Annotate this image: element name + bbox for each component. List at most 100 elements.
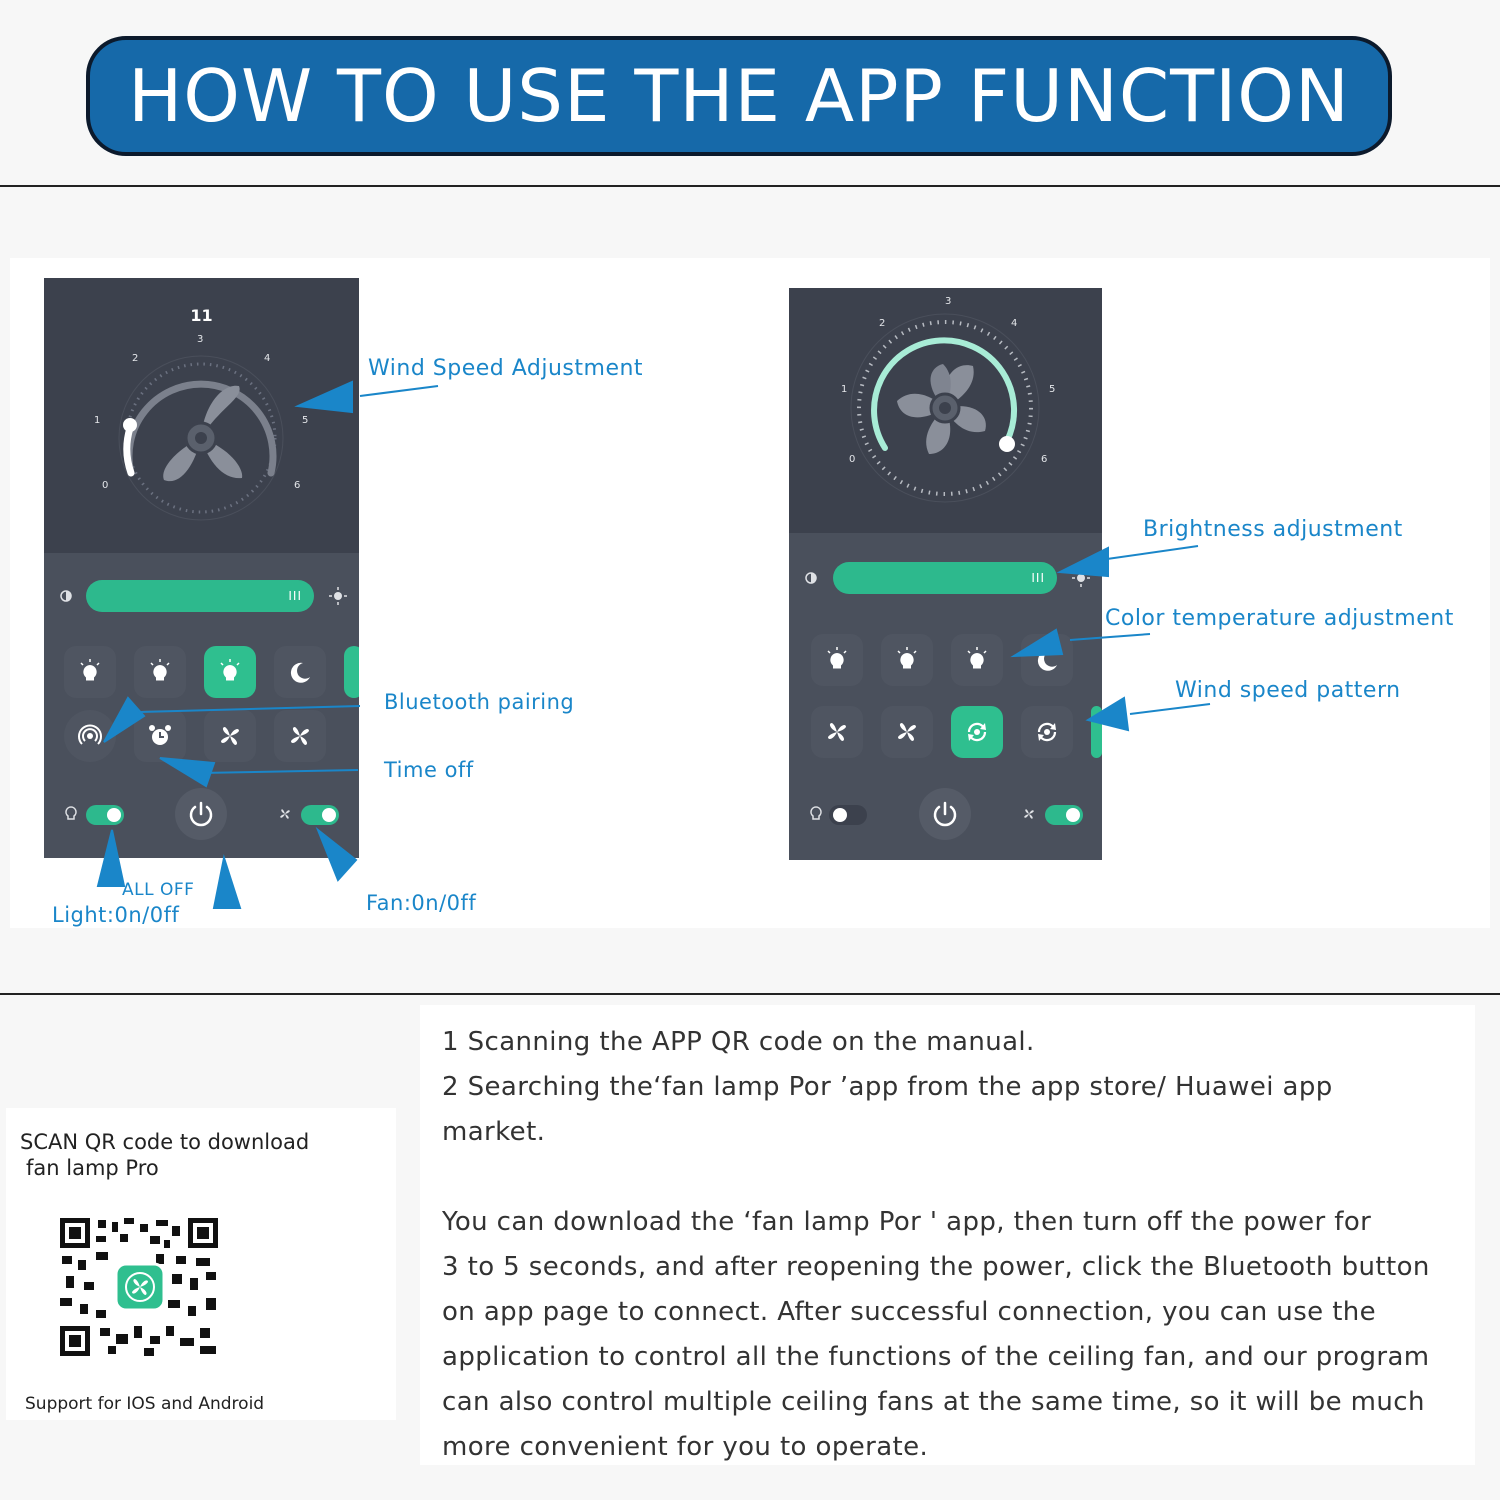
fan-toggle[interactable] (1045, 805, 1083, 825)
instruction-line: 1 Scanning the APP QR code on the manual… (442, 1027, 1035, 1057)
instruction-line: can also control multiple ceiling fans a… (442, 1387, 1425, 1417)
dial-label-4: 4 (264, 353, 271, 364)
qr-caption-line2: fan lamp Pro (26, 1156, 159, 1180)
callout-fan-on-off: Fan:0n/0ff (366, 891, 477, 915)
fan-small-icon (280, 809, 290, 819)
wind-speed-dial[interactable] (845, 306, 1045, 506)
brightness-low-icon (60, 590, 72, 602)
qr-code[interactable] (60, 1218, 218, 1356)
lamp-mode-warm-button[interactable] (811, 634, 863, 686)
bulb-icon (827, 647, 847, 669)
dial-label-1: 1 (94, 415, 101, 426)
fan-small-icon (1024, 809, 1034, 819)
instruction-line: more convenient for you to operate. (442, 1432, 929, 1462)
dial-label-0: 0 (102, 480, 109, 491)
title-banner: HOW TO USE THE APP FUNCTION (86, 36, 1392, 156)
callout-light-on-off: Light:0n/0ff (52, 903, 180, 927)
dial-label-3: 3 (945, 296, 952, 307)
fan-reverse-button[interactable] (881, 706, 933, 758)
fan-icon (897, 364, 986, 454)
fan-blades-icon (828, 723, 846, 741)
instruction-line: on app page to connect. After successful… (442, 1297, 1377, 1327)
bottom-divider (0, 993, 1500, 995)
all-off-power-button[interactable] (175, 788, 227, 840)
wind-pattern-natural-button[interactable] (951, 706, 1003, 758)
dial-label-5: 5 (1049, 384, 1056, 395)
bulb-icon (220, 659, 240, 681)
dial-label-1: 1 (841, 384, 848, 395)
more-tile-edge[interactable] (1091, 706, 1102, 758)
brightness-low-icon (805, 572, 817, 584)
phone-left: 11 0 1 2 3 4 5 6 III (44, 278, 359, 858)
fan-dial-area (44, 278, 359, 553)
instructions-text: 1 Scanning the APP QR code on the manual… (442, 1020, 1430, 1470)
instructions-panel (420, 1005, 1475, 1465)
dial-label-2: 2 (132, 353, 139, 364)
slider-grip: III (1031, 571, 1045, 585)
brightness-high-icon (329, 587, 347, 605)
fan-reverse-button[interactable] (274, 710, 326, 762)
qr-caption-line1: SCAN QR code to download (20, 1130, 310, 1154)
callout-time-off: Time off (384, 758, 474, 782)
bulb-icon (897, 647, 917, 669)
fan-blades-icon (898, 723, 916, 741)
instruction-line: market. (442, 1117, 546, 1147)
lamp-mode-neutral-button[interactable] (134, 646, 186, 698)
wind-pattern-forward-button[interactable] (1021, 706, 1073, 758)
page-title: HOW TO USE THE APP FUNCTION (128, 54, 1350, 138)
top-divider (0, 185, 1500, 187)
night-mode-button[interactable] (274, 646, 326, 698)
instruction-line: 2 Searching the‘fan lamp Por ’app from t… (442, 1072, 1333, 1102)
dial-label-6: 6 (294, 480, 301, 491)
wind-speed-dial[interactable] (104, 328, 299, 523)
alarm-clock-icon (149, 725, 171, 745)
instruction-line: application to control all the functions… (442, 1342, 1430, 1372)
lamp-mode-cool-button[interactable] (204, 646, 256, 698)
dial-label-4: 4 (1011, 318, 1018, 329)
bluetooth-signal-icon (78, 724, 102, 745)
callout-wind-speed-adjustment: Wind Speed Adjustment (368, 356, 644, 381)
cycle-icon (1037, 722, 1057, 742)
instruction-line (442, 1155, 1430, 1200)
power-icon (189, 801, 213, 827)
lamp-mode-neutral-button[interactable] (881, 634, 933, 686)
callout-color-temperature-adjustment: Color temperature adjustment (1105, 606, 1454, 631)
dial-label-5: 5 (302, 415, 309, 426)
fan-toggle[interactable] (301, 805, 339, 825)
callout-brightness-adjustment: Brightness adjustment (1143, 517, 1403, 542)
callout-all-off: ALL OFF (122, 880, 195, 900)
cycle-icon (967, 722, 987, 742)
timer-value: 11 (190, 306, 213, 325)
all-off-power-button[interactable] (919, 788, 971, 840)
more-tile-edge[interactable] (344, 646, 359, 698)
callout-bluetooth-pairing: Bluetooth pairing (384, 690, 575, 714)
timer-off-button[interactable] (134, 710, 186, 762)
platform-support-note: Support for IOS and Android (25, 1394, 265, 1414)
bulb-icon (150, 659, 170, 681)
light-toggle[interactable] (86, 805, 124, 825)
bulb-icon (967, 647, 987, 669)
brightness-slider[interactable]: III (833, 562, 1057, 594)
lamp-mode-warm-button[interactable] (64, 646, 116, 698)
fan-forward-button[interactable] (204, 710, 256, 762)
bulb-icon (80, 659, 100, 681)
left-callout-arrows (96, 380, 439, 909)
dial-label-2: 2 (879, 318, 886, 329)
brightness-slider[interactable]: III (86, 580, 314, 612)
instruction-line: 3 to 5 seconds, and after reopening the … (442, 1252, 1430, 1282)
dial-label-3: 3 (197, 334, 204, 345)
dial-label-6: 6 (1041, 454, 1048, 465)
right-callout-arrows (1010, 545, 1211, 732)
phone-right: 0 1 2 3 4 5 6 III (789, 288, 1102, 860)
callout-wind-speed-pattern: Wind speed pattern (1175, 678, 1401, 703)
fan-forward-button[interactable] (811, 706, 863, 758)
power-icon (933, 801, 957, 827)
fan-blades-icon (221, 727, 239, 745)
light-bulb-small-icon (65, 806, 77, 820)
moon-icon (290, 662, 310, 683)
lamp-mode-cool-button[interactable] (951, 634, 1003, 686)
instruction-line: You can download the ‘fan lamp Por ' app… (442, 1207, 1372, 1237)
fan-logo-icon (125, 1272, 155, 1302)
dial-label-0: 0 (849, 454, 856, 465)
light-toggle[interactable] (829, 805, 867, 825)
